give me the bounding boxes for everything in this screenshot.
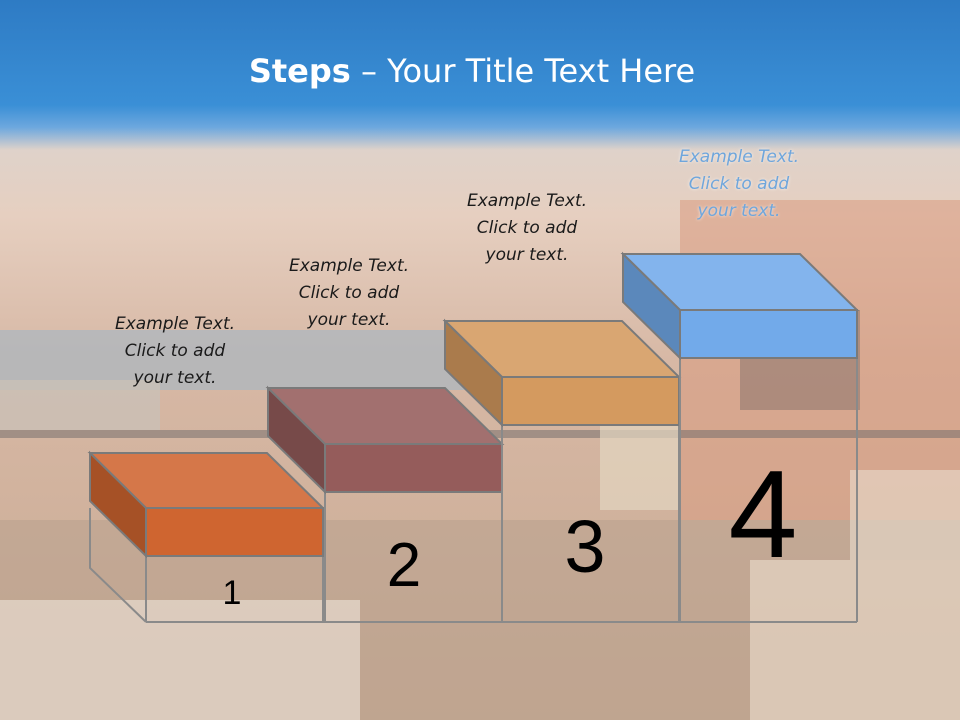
caption-line: your text. [307,310,391,330]
step-3-caption[interactable]: Example Text. Click to add your text. [447,188,607,269]
caption-line: Example Text. [466,191,588,211]
step-number: 1 [223,574,242,612]
title-bar: Steps – Your Title Text Here [0,0,960,150]
caption-line: Click to add [298,283,400,303]
step-block-front [324,443,503,493]
step-block-front [679,309,858,359]
caption-line: Example Text. [288,256,410,276]
left-back-edge [89,508,147,623]
caption-line: your text. [485,245,569,265]
caption-line: your text. [697,201,781,221]
step-number: 2 [387,531,421,600]
step-number: 4 [729,446,798,584]
step-2-caption[interactable]: Example Text. Click to add your text. [269,253,429,334]
step-1-caption[interactable]: Example Text. Click to add your text. [95,311,255,392]
step-4-caption[interactable]: Example Text. Click to add your text. [659,144,819,225]
caption-line: Example Text. [114,314,236,334]
caption-line: Click to add [476,218,578,238]
step-number: 3 [564,505,605,588]
caption-line: your text. [133,368,217,388]
step-block-front [145,507,324,557]
title-bold: Steps [248,52,351,90]
title-rest: – Your Title Text Here [350,52,696,90]
caption-line: Example Text. [678,147,800,167]
slide-title[interactable]: Steps – Your Title Text Here [0,52,944,90]
caption-line: Click to add [124,341,226,361]
step-block-front [501,376,680,426]
caption-line: Click to add [688,174,790,194]
